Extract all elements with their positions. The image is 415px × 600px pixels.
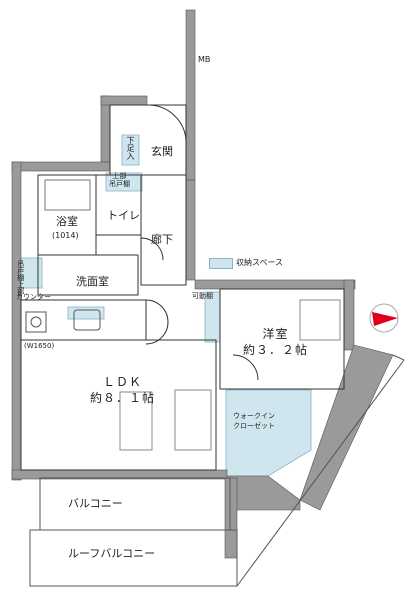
- bathroom-label: 浴室: [56, 215, 78, 228]
- bath-size-label: (1014): [52, 231, 79, 240]
- mb-label: MB: [198, 55, 211, 64]
- shoe-storage-label: 下足入: [126, 136, 135, 160]
- toilet-label: トイレ: [107, 209, 140, 222]
- kitchen-width-label: (W1650): [24, 342, 55, 350]
- western-room-label: 洋室 約３．２帖: [243, 327, 309, 358]
- walls: [11, 9, 394, 559]
- upper-cabinet-area: [105, 172, 143, 192]
- hallway-label: 廊下: [151, 233, 173, 246]
- balcony-label: バルコニー: [68, 497, 123, 510]
- roof-balcony-label: ルーフバルコニー: [68, 547, 156, 560]
- movable-shelf-label: 可動棚: [192, 292, 213, 300]
- walkin-closet-area: [225, 389, 312, 477]
- washroom-label: 洗面室: [76, 275, 109, 288]
- room-lines: [20, 104, 405, 587]
- storage-legend-label: 収納スペース: [236, 258, 284, 267]
- walkin-closet-label: ウォークイン クローゼット: [233, 412, 275, 430]
- storage-legend-swatch: [209, 258, 233, 269]
- upper-cabinet-label: 上部 吊戸棚: [109, 172, 130, 188]
- kitchen-storage-area: [67, 306, 105, 320]
- wall-cabinet-label: 吊戸棚上部: [16, 260, 25, 295]
- compass-icon: [369, 303, 399, 333]
- entrance-label: 玄関: [151, 145, 173, 158]
- counter-label: カウンター: [16, 293, 51, 301]
- shoe-storage-area: [121, 134, 140, 166]
- ldk-label: ＬＤＫ 約８．１帖: [90, 375, 156, 406]
